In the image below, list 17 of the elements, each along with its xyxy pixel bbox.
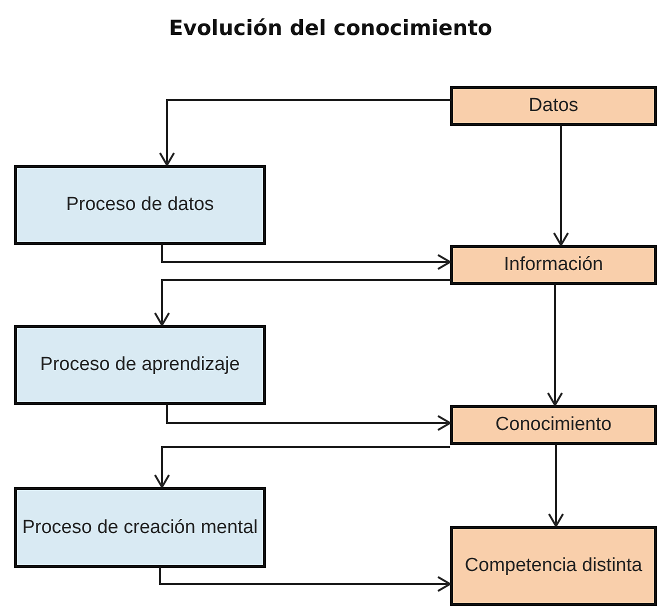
process-box: Proceso de datos [14,165,266,245]
arrow [553,126,569,246]
result-box: Información [450,245,657,285]
result-box: Datos [450,86,657,126]
diagram-title: Evolución del conocimiento [168,16,494,40]
arrow [161,245,451,270]
arrow [166,405,451,431]
arrow [547,285,563,406]
arrow [154,279,450,326]
result-box: Conocimiento [450,405,657,445]
result-box: Competencia distinta [450,526,657,606]
arrow [159,99,450,166]
arrow [159,568,451,592]
process-box: Proceso de aprendizaje [14,325,266,405]
arrow [154,446,450,488]
arrow [548,445,564,527]
process-box: Proceso de creación mental [14,487,266,568]
